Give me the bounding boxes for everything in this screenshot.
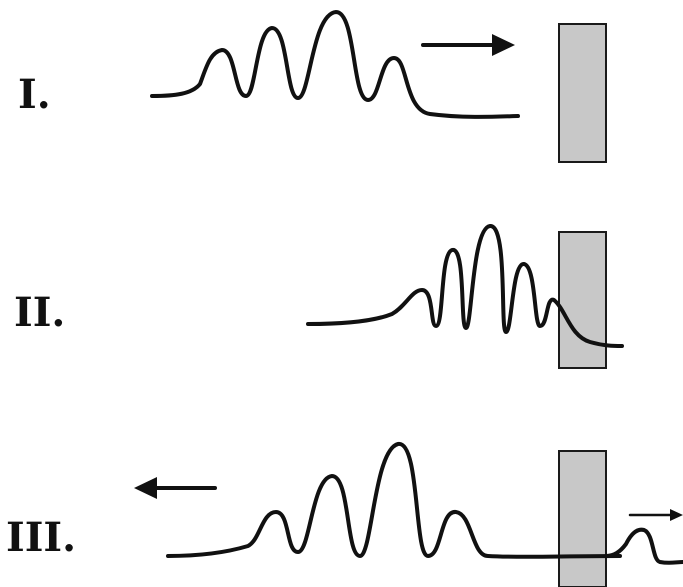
stage-2-label: II. (14, 289, 65, 336)
stage-2-barrier (558, 231, 607, 369)
stage-1-label: I. (18, 71, 51, 118)
stage-2-wave-at-barrier (306, 224, 624, 348)
stage-3-transmitted-arrow (628, 509, 683, 521)
stage-1-incident-wave (150, 10, 520, 119)
stage-1-barrier (558, 23, 607, 163)
stage-3-transmitted-wave (604, 527, 683, 565)
stage-1: I. (18, 10, 607, 163)
stage-3: III. (6, 442, 683, 587)
stage-3-reflected-wave (166, 442, 622, 559)
stage-3-reflected-arrow (134, 477, 217, 499)
stage-1-direction-arrow (421, 34, 515, 56)
stage-3-label: III. (6, 514, 76, 561)
stage-3-barrier (558, 450, 607, 587)
stage-2: II. (14, 224, 624, 369)
